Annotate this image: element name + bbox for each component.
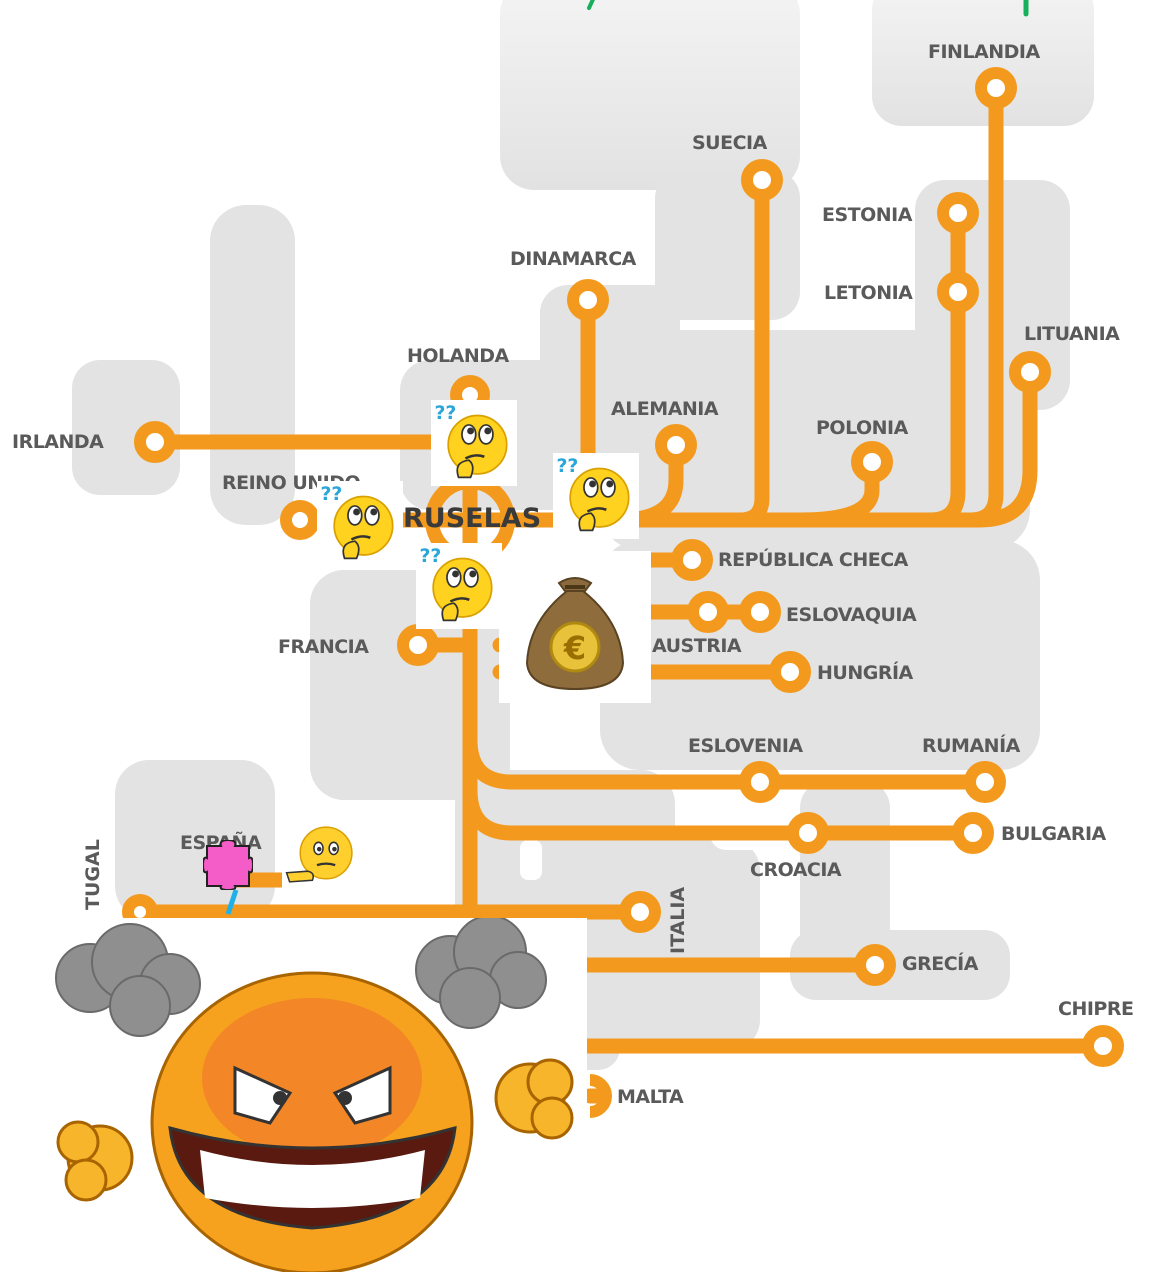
station-label-rumania: RUMANÍA (922, 735, 1020, 757)
station-label-lituania: LITUANIA (1024, 323, 1120, 345)
station-label-holanda: HOLANDA (407, 345, 509, 367)
thinking-face-icon: ?? (431, 400, 517, 486)
station-label-eslovenia: ESLOVENIA (688, 735, 803, 757)
station-label-letonia: LETONIA (824, 282, 913, 304)
hub-label-bruselas: RUSELAS (403, 503, 542, 534)
thinking-face-icon: ?? (553, 453, 639, 539)
station-label-italia: ITALIA (667, 886, 689, 954)
station-label-austria: AUSTRIA (652, 635, 742, 657)
puzzle-piece-icon (201, 838, 255, 892)
thinking-face-icon (282, 818, 358, 894)
thinking-face-icon: ?? (416, 543, 502, 629)
green-scribble-left (587, 0, 595, 10)
station-label-francia: FRANCIA (278, 636, 369, 658)
station-label-eslovaquia: ESLOVAQUIA (786, 604, 917, 626)
station-label-bulgaria: BULGARIA (1001, 823, 1106, 845)
station-label-portugal: TUGAL (82, 839, 104, 910)
station-label-croacia: CROACIA (750, 859, 842, 881)
station-label-finlandia: FINLANDIA (928, 41, 1040, 63)
station-label-republica-checa: REPÚBLICA CHECA (718, 549, 908, 571)
malta-station (589, 1074, 612, 1118)
station-label-estonia: ESTONIA (822, 204, 912, 226)
station-label-hungria: HUNGRÍA (817, 662, 913, 684)
angry-face-icon (30, 918, 587, 1272)
svg-text:??: ?? (434, 402, 456, 424)
station-label-dinamarca: DINAMARCA (510, 248, 636, 270)
svg-text:??: ?? (556, 455, 578, 477)
stations (122, 67, 1124, 1067)
station-label-suecia: SUECIA (692, 132, 767, 154)
svg-text:??: ?? (419, 545, 441, 567)
station-label-grecia: GRECÍA (902, 953, 978, 975)
blue-line-mark (222, 888, 242, 916)
station-label-alemania: ALEMANIA (611, 398, 719, 420)
svg-text:??: ?? (320, 483, 342, 505)
station-label-malta: MALTA (617, 1086, 684, 1108)
euro-symbol: € (563, 629, 586, 667)
money-bag-icon: € (499, 551, 651, 703)
station-label-chipre: CHIPRE (1058, 998, 1134, 1020)
thinking-face-icon: ?? (317, 481, 403, 567)
station-label-irlanda: IRLANDA (12, 431, 104, 453)
station-label-polonia: POLONIA (816, 417, 908, 439)
